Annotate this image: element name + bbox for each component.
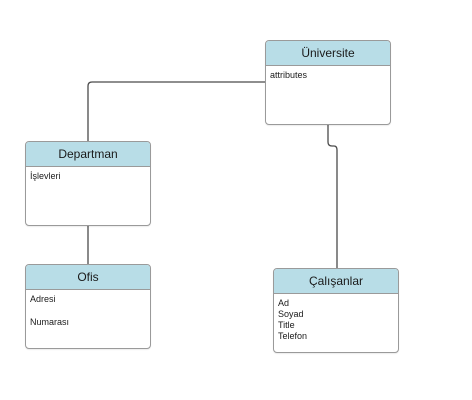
attribute-label: Title (278, 320, 295, 330)
entity-calisanlar[interactable]: Çalışanlar Ad Soyad Title Telefon (273, 268, 399, 353)
entity-title: Çalışanlar (308, 274, 364, 288)
attribute-label: Numarası (30, 317, 70, 327)
entity-universite[interactable]: Üniversite attributes (265, 40, 391, 125)
connector-universite-calisanlar[interactable] (327, 125, 338, 268)
entity-attributes: Ad Soyad Title Telefon (274, 294, 398, 342)
attribute-label: Ad (278, 298, 290, 308)
entity-header: Çalışanlar (274, 269, 398, 294)
attribute-label: Soyad (278, 309, 304, 319)
entity-title: Üniversite (301, 46, 355, 60)
attribute-label: Telefon (278, 331, 308, 341)
attribute-label: attributes (270, 70, 308, 80)
entity-departman[interactable]: Departman İşlevleri (25, 141, 151, 226)
connector-universite-departman[interactable] (87, 81, 266, 142)
entity-ofis[interactable]: Ofis Adresi Numarası (25, 264, 151, 349)
entity-header: Üniversite (266, 41, 390, 66)
attribute-label: İşlevleri (30, 171, 61, 181)
entity-header: Ofis (26, 265, 150, 290)
entity-title: Departman (58, 147, 118, 161)
entity-attributes: İşlevleri (26, 167, 150, 182)
attribute-label: Adresi (30, 294, 56, 304)
entity-header: Departman (26, 142, 150, 167)
entity-attributes: attributes (266, 66, 390, 81)
entity-title: Ofis (77, 270, 99, 284)
entity-attributes: Adresi Numarası (26, 290, 150, 328)
